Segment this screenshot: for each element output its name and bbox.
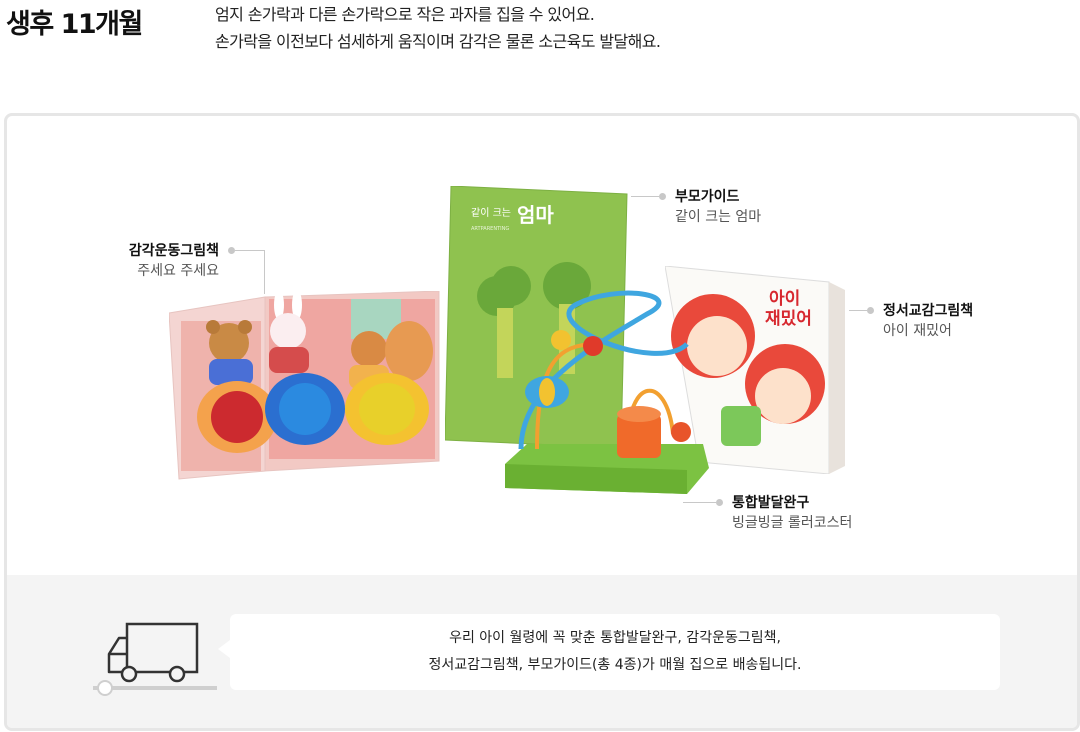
toy-name: 통합발달완구 xyxy=(732,495,810,511)
callout-line xyxy=(683,502,716,503)
toy-title: 빙글빙글 롤러코스터 xyxy=(732,515,853,531)
callout-parent-guide: 부모가이드 같이 크는 엄마 xyxy=(675,187,835,227)
callout-line xyxy=(264,250,265,294)
callout-dot xyxy=(867,307,874,314)
guide-cover-big: 엄마 xyxy=(517,203,554,227)
callout-line xyxy=(235,250,265,251)
delivery-line-2: 정서교감그림책, 부모가이드(총 4종)가 매월 집으로 배송됩니다. xyxy=(428,657,802,673)
emotion-book-name: 정서교감그림책 xyxy=(883,303,974,319)
delivery-bubble: 우리 아이 월령에 꼭 맞춘 통합발달완구, 감각운동그림책, 정서교감그림책,… xyxy=(218,614,1000,690)
parent-guide-image: 같이 크는 엄마 ARTPARENTING xyxy=(445,186,628,448)
truck-icon xyxy=(93,622,217,696)
sensory-book-title: 주세요 주세요 xyxy=(137,263,219,279)
emotion-book-title: 아이 재밌어 xyxy=(883,323,952,339)
emotion-cover-text-2: 재밌어 xyxy=(765,309,812,329)
sensory-book-image xyxy=(169,291,440,480)
intro-line-1: 엄지 손가락과 다른 손가락으로 작은 과자를 집을 수 있어요. xyxy=(215,5,595,24)
callout-dot xyxy=(228,247,235,254)
guide-cover-small: 같이 크는 xyxy=(471,207,511,219)
callout-toy: 통합발달완구 빙글빙글 롤러코스터 xyxy=(732,493,912,533)
product-panel: 같이 크는 엄마 ARTPARENTING 아이 재밌어 감각운동그림책 주세요… xyxy=(4,113,1080,731)
callout-dot xyxy=(716,499,723,506)
callout-sensory-book: 감각운동그림책 주세요 주세요 xyxy=(91,241,219,281)
parent-guide-title: 같이 크는 엄마 xyxy=(675,209,762,225)
callout-dot xyxy=(659,193,666,200)
emotion-cover-text-1: 아이 xyxy=(769,289,800,309)
callout-emotion-book: 정서교감그림책 아이 재밌어 xyxy=(883,301,1043,341)
intro-line-2: 손가락을 이전보다 섬세하게 움직이며 감각은 물론 소근육도 발달해요. xyxy=(215,32,661,51)
parent-guide-name: 부모가이드 xyxy=(675,189,740,205)
intro-text: 엄지 손가락과 다른 손가락으로 작은 과자를 집을 수 있어요. 손가락을 이… xyxy=(215,1,661,55)
toy-image xyxy=(505,290,709,494)
sensory-book-name: 감각운동그림책 xyxy=(128,243,219,259)
svg-text:ARTPARENTING: ARTPARENTING xyxy=(471,226,509,232)
callout-line xyxy=(849,310,867,311)
age-title: 생후 11개월 xyxy=(6,9,143,40)
emotion-book-image: 아이 재밌어 xyxy=(665,266,845,474)
delivery-line-1: 우리 아이 월령에 꼭 맞춘 통합발달완구, 감각운동그림책, xyxy=(449,630,781,646)
callout-line xyxy=(631,196,659,197)
